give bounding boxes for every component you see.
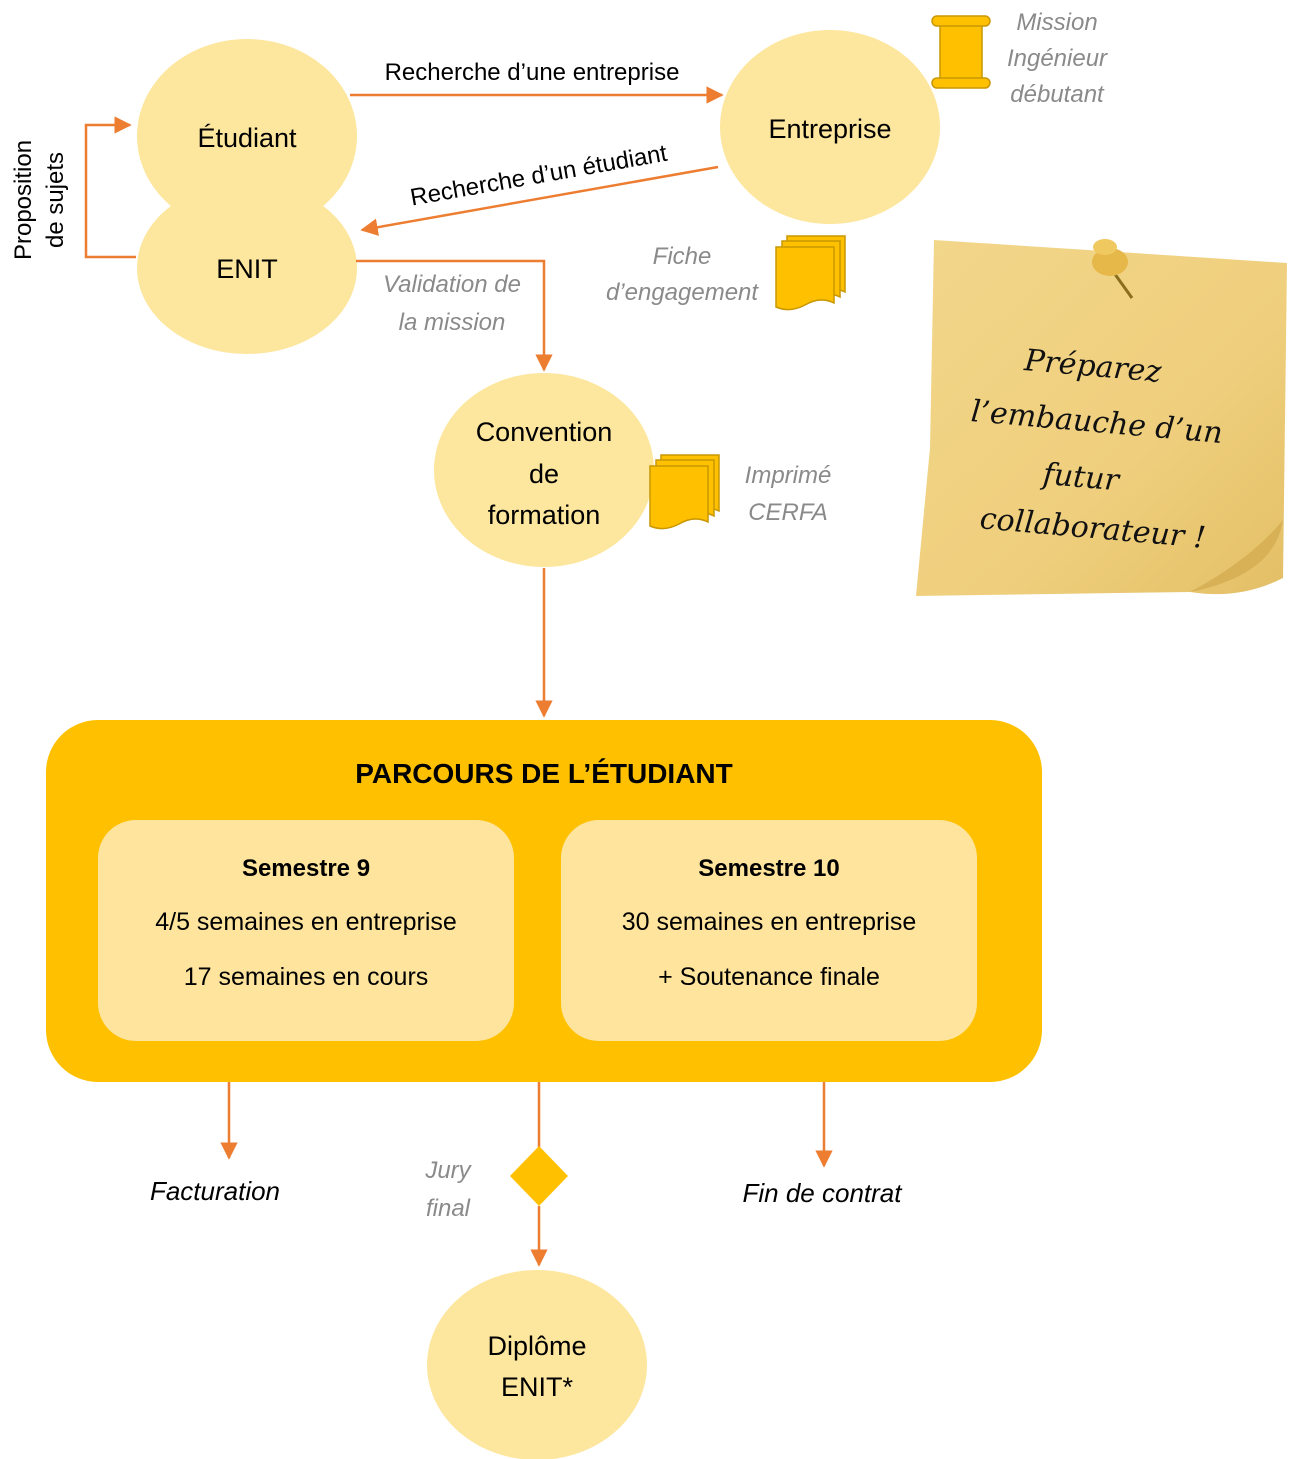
node-convention-line-2: de <box>529 459 559 489</box>
outcome-facturation: Facturation <box>150 1176 280 1206</box>
label-proposition-line-1: Proposition <box>10 140 37 260</box>
node-enit <box>137 182 357 354</box>
semester-9-title: Semestre 9 <box>242 855 370 882</box>
node-diplome <box>427 1270 647 1459</box>
node-entreprise <box>720 30 940 224</box>
node-convention-line-3: formation <box>488 500 601 530</box>
scroll-icon <box>931 15 991 89</box>
pushpin-icon <box>1092 239 1134 299</box>
node-diplome-line-2: ENIT* <box>501 1372 574 1402</box>
node-enit-label: ENIT <box>216 254 278 284</box>
label-recherche-entreprise: Recherche d’une entreprise <box>385 59 680 86</box>
label-proposition-line-2: de sujets <box>42 152 69 248</box>
note-fiche-line-2: d’engagement <box>606 279 759 306</box>
semester-9-line-1: 4/5 semaines en entreprise <box>155 908 457 936</box>
note-imprime-line-1: Imprimé <box>745 462 832 489</box>
semester-10-line-2: + Soutenance finale <box>658 963 880 991</box>
semester-10-box <box>561 820 977 1041</box>
sticky-note <box>916 240 1287 596</box>
outcome-fin-contrat: Fin de contrat <box>743 1178 904 1208</box>
parcours-title: PARCOURS DE L’ÉTUDIANT <box>355 758 733 789</box>
arrow-recherche-etudiant <box>360 165 719 236</box>
note-jury-line-1: Jury <box>424 1157 472 1184</box>
note-fiche-line-1: Fiche <box>653 243 712 270</box>
arrow-validation-mission <box>356 259 553 372</box>
node-convention-line-1: Convention <box>476 417 613 447</box>
node-entreprise-label: Entreprise <box>768 114 891 144</box>
note-mission-line-2: Ingénieur <box>1007 45 1108 72</box>
semester-9-line-2: 17 semaines en cours <box>184 963 429 991</box>
jury-decision-diamond <box>510 1146 568 1206</box>
arrow-proposition-sujets <box>84 116 136 259</box>
cerfa-documents-icon <box>649 454 720 530</box>
node-etudiant-label: Étudiant <box>197 123 297 153</box>
note-mission-line-3: débutant <box>1010 81 1105 108</box>
node-convention <box>434 373 654 567</box>
note-mission-line-1: Mission <box>1016 9 1097 36</box>
documents-icon <box>775 235 846 311</box>
note-jury-line-2: final <box>426 1195 471 1222</box>
note-imprime-line-2: CERFA <box>748 499 828 526</box>
semester-10-title: Semestre 10 <box>698 855 839 882</box>
note-validation-line-1: Validation de <box>383 271 521 298</box>
sticky-line-3: futur <box>1039 457 1122 499</box>
node-etudiant <box>137 39 357 233</box>
node-diplome-line-1: Diplôme <box>487 1331 586 1361</box>
semester-10-line-1: 30 semaines en entreprise <box>622 908 917 936</box>
note-validation-line-2: la mission <box>399 309 506 336</box>
semester-9-box <box>98 820 514 1041</box>
label-recherche-etudiant: Recherche d’un étudiant <box>408 140 669 212</box>
